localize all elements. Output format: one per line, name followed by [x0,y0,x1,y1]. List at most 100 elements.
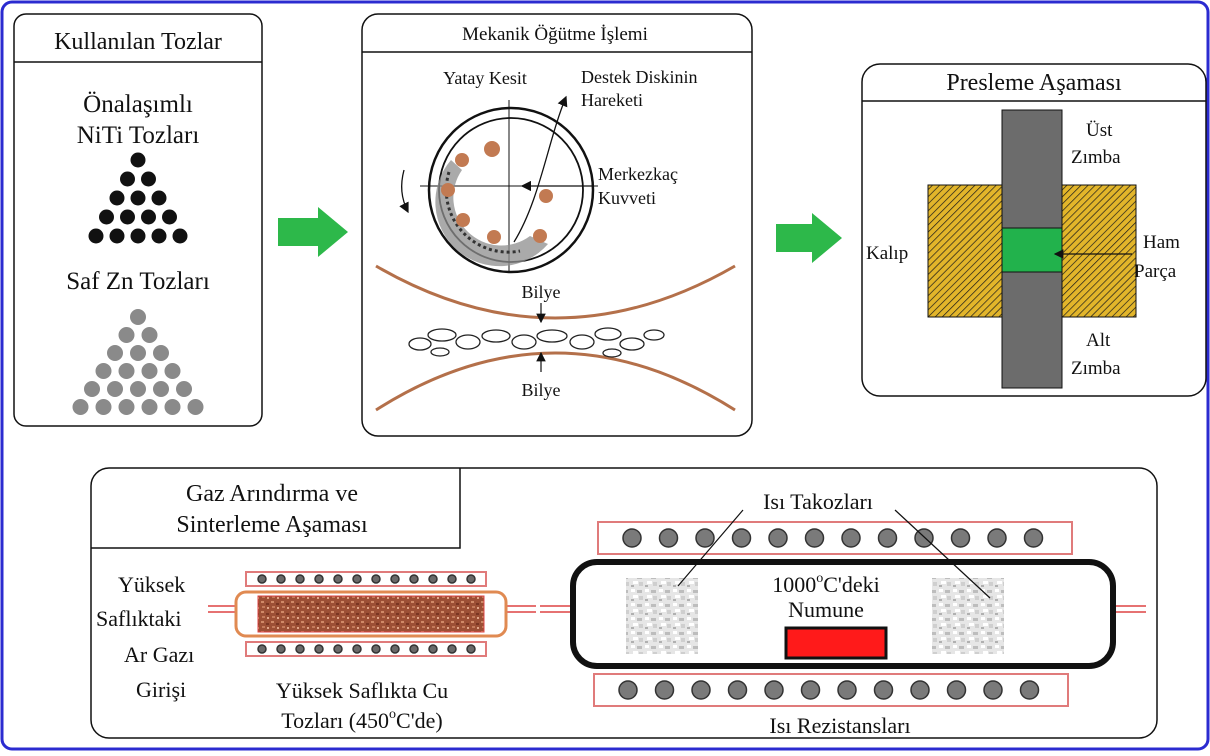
zn-powder-pyramid [72,309,204,415]
niti-particle [172,228,188,244]
niti-particle [141,209,156,225]
zn-particle [176,381,192,397]
sintering-panel: Gaz Arındırma ve Sinterleme Aşaması Yüks… [90,467,1158,739]
milling-ball [441,183,455,197]
heater-coil [409,574,419,584]
heater-coil [447,574,457,584]
heater-coil [371,574,381,584]
zn-particle [95,399,112,415]
heater-coil [837,680,857,700]
heater-coil [295,574,305,584]
niti-particle [109,190,125,206]
die-label: Kalıp [866,243,908,264]
heater-coil [841,528,861,548]
heater-coil [257,574,267,584]
niti-particle [109,228,125,244]
ball-label-bottom: Bilye [522,380,561,400]
milling-ball [455,153,469,167]
vial-cross-section [399,95,598,274]
heater-coil [983,680,1003,700]
niti-label-line2: NiTi Tozları [77,122,200,149]
heater-coil [371,644,381,654]
zn-particle [153,381,169,397]
heater-coil [295,644,305,654]
zn-particle [187,399,204,415]
zn-particle [141,399,158,415]
niti-particle [130,228,146,244]
sample-line1: 1000oC'deki [772,571,880,597]
heater-coil [352,574,362,584]
zn-particle [164,363,181,379]
milling-ball [539,189,553,203]
heater-coil [658,528,679,548]
heater-coil [409,644,419,654]
zn-particle [130,345,146,361]
green-part-line2: Parça [1134,261,1177,282]
milling-panel: Mekanik Öğütme İşlemi Yatay Kesit Destek… [361,13,753,437]
cu-getter-furnace [208,571,536,657]
heater-coil [764,680,784,700]
zn-particle [118,399,135,415]
heater-coil [910,680,930,700]
upper-punch-line2: Zımba [1071,147,1121,168]
niti-powder-pyramid [88,152,188,244]
heater-coil [1019,680,1040,700]
heater-coil [276,574,286,584]
zn-particle [153,345,169,361]
sample-line2: Numune [788,597,864,622]
resistors-label: Isı Rezistansları [769,713,910,738]
sintering-furnace [540,509,1146,707]
heat-block-left [626,578,698,654]
cu-powder-line1: Yüksek Saflıkta Cu [276,678,448,703]
niti-particle [99,209,114,225]
heater-coil [257,644,267,654]
heater-coil [390,644,400,654]
zn-particle [72,399,89,415]
cu-powder-line2: Tozları (450oC'de) [281,707,443,733]
argon-line3: Ar Gazı [124,642,194,667]
zn-particle [107,381,123,397]
upper-punch-line1: Üst [1086,120,1113,141]
zn-particle [164,399,181,415]
heater-coil [466,574,476,584]
heater-coil [390,574,400,584]
milling-title: Mekanik Öğütme İşlemi [462,24,648,45]
heater-coil [695,528,715,548]
heater-coil [618,680,638,700]
niti-particle [151,228,167,244]
niti-particle [151,190,167,206]
zn-particle [118,327,135,343]
zn-particle [141,363,158,379]
die-left [927,184,1003,318]
heater-coil [333,574,343,584]
heater-coil [731,528,752,548]
heater-coil [1023,528,1044,548]
process-arrow-2 [776,213,842,263]
sintering-title-line2: Sinterleme Aşaması [176,512,368,538]
centrifugal-line2: Kuvveti [598,188,656,208]
niti-particle [130,152,146,168]
heater-coil [428,644,438,654]
argon-line4: Girişi [136,677,186,702]
niti-label-line1: Önalaşımlı [83,91,193,118]
heater-coil [622,528,642,548]
milling-ball [487,230,501,244]
heat-blocks-label: Isı Takozları [763,489,873,514]
heater-coil [276,644,286,654]
heater-coil [314,644,324,654]
centrifugal-line1: Merkezkaç [598,164,678,184]
heater-coil [333,644,343,654]
heater-coil [352,644,362,654]
heater-coil [654,680,675,700]
heat-block-right [932,578,1004,654]
green-part-line1: Ham [1143,232,1180,253]
powders-panel: Kullanılan Tozlar Önalaşımlı NiTi Tozlar… [13,13,263,427]
zn-particle [107,345,123,361]
zn-particle [84,381,100,397]
niti-particle [130,190,146,206]
section-label: Yatay Kesit [443,68,527,88]
heater-coil [946,680,967,700]
heater-coil [987,528,1007,548]
